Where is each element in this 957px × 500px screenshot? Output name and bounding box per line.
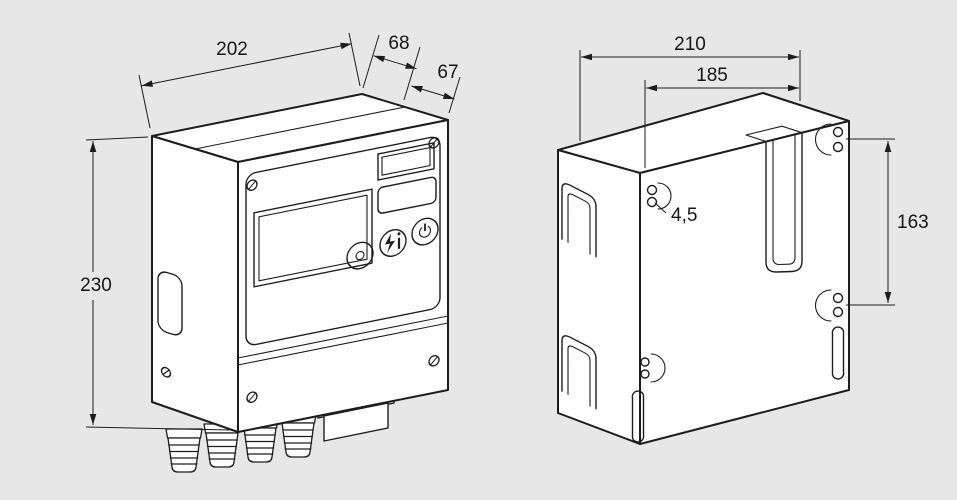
reset-button — [346, 241, 374, 270]
mounting-hole-top-right — [832, 126, 844, 138]
dim-label-230: 230 — [80, 275, 112, 296]
keyhole-arc — [815, 289, 832, 322]
power-arc-icon — [418, 225, 432, 238]
dimension-line — [411, 85, 434, 93]
status-display-window — [381, 147, 431, 176]
dim-label-4-5: 4,5 — [671, 205, 697, 226]
main-display-window — [258, 194, 368, 282]
side-screw — [160, 366, 172, 378]
dimension-line — [246, 42, 352, 66]
main-display — [253, 188, 373, 288]
extension-line — [403, 46, 421, 101]
door-seam — [237, 315, 449, 359]
panel-slots — [631, 326, 845, 443]
screw — [246, 179, 258, 192]
wall-hooks — [561, 183, 597, 410]
wall-hook-outer — [561, 183, 597, 258]
status-display — [377, 142, 435, 181]
dim-hole-diameter: 4,5 — [654, 202, 697, 226]
terminal-plate-body — [323, 402, 389, 442]
mounting-hole-mid-right — [832, 292, 844, 304]
extension-line — [138, 74, 151, 129]
panel-outline — [245, 136, 441, 346]
back-view — [557, 92, 850, 445]
screw-slot — [430, 138, 438, 148]
cable-channel-outer — [765, 132, 803, 273]
housing-front-face — [237, 119, 449, 433]
info-button — [379, 229, 407, 257]
wall-hook-inner — [567, 345, 591, 407]
dim-label-210: 210 — [674, 34, 706, 55]
dim-label-163: 163 — [897, 212, 929, 233]
extension-line — [85, 426, 231, 431]
back-panel-face — [639, 120, 850, 445]
dim-width-202: 202 — [138, 32, 361, 129]
extension-line — [85, 136, 149, 141]
extension-line — [348, 32, 361, 87]
keyhole-arc — [815, 123, 832, 156]
mounting-hole-top-left — [646, 196, 658, 208]
screw-slot — [248, 180, 256, 190]
dimension-line — [373, 55, 396, 63]
mounting-hole-top-right — [832, 141, 844, 153]
dim-label-68: 68 — [388, 33, 409, 54]
cable-channel — [745, 125, 803, 273]
dim-width-210: 210 — [579, 34, 801, 141]
housing-top-seam — [194, 106, 406, 150]
mounting-hole-bottom-left — [640, 357, 650, 367]
screw — [246, 391, 258, 404]
cable-gland — [165, 428, 203, 473]
extension-line — [362, 34, 380, 89]
side-screw-slot — [162, 369, 170, 376]
screw-slot — [248, 392, 256, 402]
dimension-line — [141, 64, 247, 87]
screw — [428, 136, 440, 149]
mounting-hole-top-left — [646, 184, 658, 196]
keyhole-arc — [657, 182, 672, 210]
wall-hook-outer — [561, 335, 597, 410]
dim-label-185: 185 — [696, 65, 728, 86]
mounting-hole-bottom-left — [640, 369, 650, 379]
dim-spacing-185: 185 — [644, 65, 799, 168]
keyhole-arc — [650, 353, 666, 383]
reset-dot-icon — [355, 250, 365, 261]
screw — [428, 354, 440, 367]
mounting-hole-mid-right — [832, 306, 844, 318]
front-view — [151, 93, 449, 473]
dimension-line — [432, 92, 455, 100]
dim-label-67: 67 — [437, 62, 458, 83]
leader-line — [654, 202, 667, 214]
door-seam — [237, 322, 449, 366]
side-face-details — [157, 271, 183, 378]
wall-hook-inner — [567, 193, 591, 255]
housing-side-face — [151, 135, 239, 433]
dim-depth-68: 68 — [362, 33, 421, 101]
mounting-holes — [640, 123, 844, 383]
dim-label-202: 202 — [216, 39, 248, 60]
control-panel — [237, 136, 449, 404]
lightning-icon — [385, 233, 395, 254]
cable-channel-top-opening — [745, 125, 803, 143]
extension-line — [448, 76, 461, 114]
slot-bottom-right — [831, 326, 845, 380]
dim-depth-67: 67 — [411, 62, 461, 114]
side-label-plate — [157, 271, 183, 336]
power-button — [411, 217, 439, 246]
dim-height-230: 230 — [80, 136, 231, 431]
dimensions: 202 68 67 230 — [80, 32, 929, 431]
slot-bottom-left — [631, 390, 645, 443]
dim-spacing-163: 163 — [846, 138, 929, 306]
cable-channel-inner — [772, 133, 796, 266]
info-dot-icon — [397, 232, 401, 236]
panel-screws — [246, 136, 440, 404]
screw-slot — [430, 356, 438, 366]
dimension-line — [394, 61, 417, 70]
type-label-plate — [377, 176, 437, 214]
